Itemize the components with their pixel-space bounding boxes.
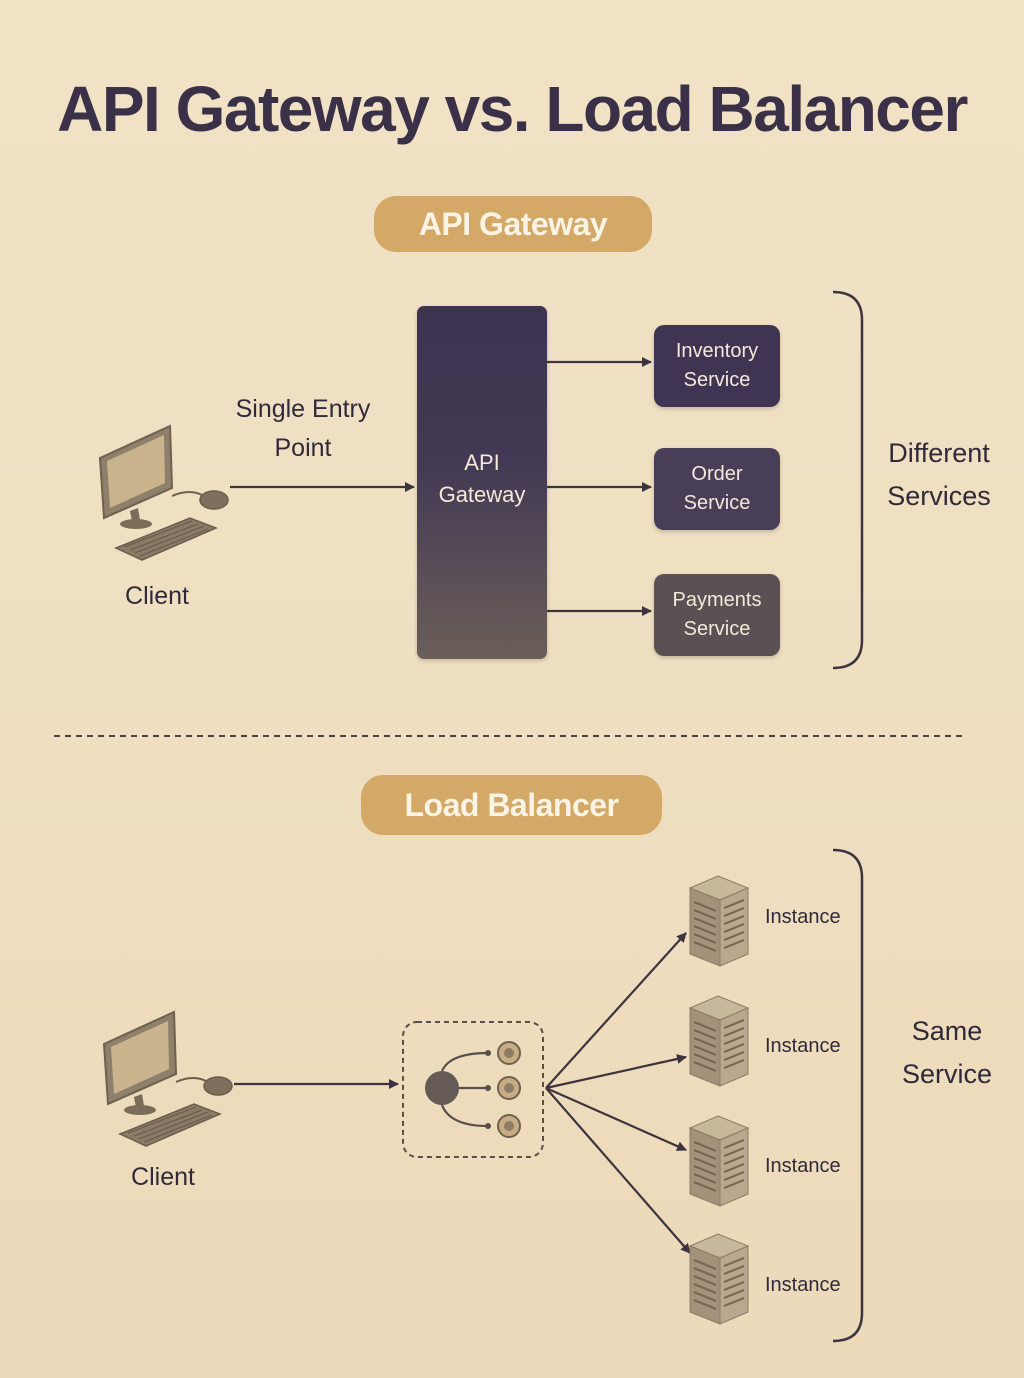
api-gateway-box (417, 306, 547, 659)
instance-label: Instance (765, 1035, 841, 1057)
inventory-service-box: Inventory Service (654, 325, 780, 407)
load-balancer-heading: Load Balancer (361, 775, 662, 835)
service-label-line2: Service (683, 369, 751, 391)
client-computer-icon (103, 1011, 233, 1147)
gateway-label-line1: API (464, 450, 500, 475)
lb-to-instance-4-arrow (545, 1087, 691, 1254)
server-instance-icon (688, 1232, 750, 1326)
service-label-line2: Service (683, 618, 751, 640)
load-balancer-icon-frame (402, 1021, 544, 1158)
instance-label: Instance (765, 906, 841, 928)
client-label: Client (125, 582, 189, 610)
entry-label-line1: Single Entry (235, 395, 371, 423)
different-services-label: Different Services (868, 432, 1010, 518)
load-balancer-icon (425, 1041, 521, 1138)
lb-to-instance-2-arrow (545, 1054, 687, 1090)
payments-service-box: Payments Service (654, 574, 780, 656)
service-label-line2: Service (683, 492, 751, 514)
lb-to-instance-3-arrow (545, 1086, 687, 1152)
group-label-line1: Different (888, 438, 990, 468)
service-label-line1: Payments (672, 589, 762, 611)
service-label-line1: Inventory (675, 340, 759, 362)
api-gateway-label: API Gateway (417, 447, 547, 511)
gateway-label-line2: Gateway (438, 482, 526, 507)
client-computer-icon (99, 425, 229, 561)
server-instance-icon (688, 1114, 750, 1208)
client-label: Client (131, 1163, 195, 1191)
group-label-line1: Same (911, 1016, 983, 1046)
service-label-line1: Order (691, 463, 743, 485)
api-gateway-heading: API Gateway (374, 196, 652, 252)
different-services-bracket (832, 290, 864, 670)
group-label-line2: Services (887, 481, 991, 511)
server-instance-icon (688, 994, 750, 1088)
entry-label-line2: Point (274, 434, 332, 462)
same-service-bracket (832, 848, 864, 1343)
server-instance-icon (688, 874, 750, 968)
single-entry-point-label: Single Entry Point (218, 390, 388, 468)
order-service-box: Order Service (654, 448, 780, 530)
lb-to-instance-1-arrow (545, 932, 687, 1089)
instance-label: Instance (765, 1155, 841, 1177)
same-service-label: Same Service (882, 1010, 1012, 1096)
page-title: API Gateway vs. Load Balancer (57, 73, 968, 145)
group-label-line2: Service (901, 1059, 993, 1089)
instance-label: Instance (765, 1274, 841, 1296)
